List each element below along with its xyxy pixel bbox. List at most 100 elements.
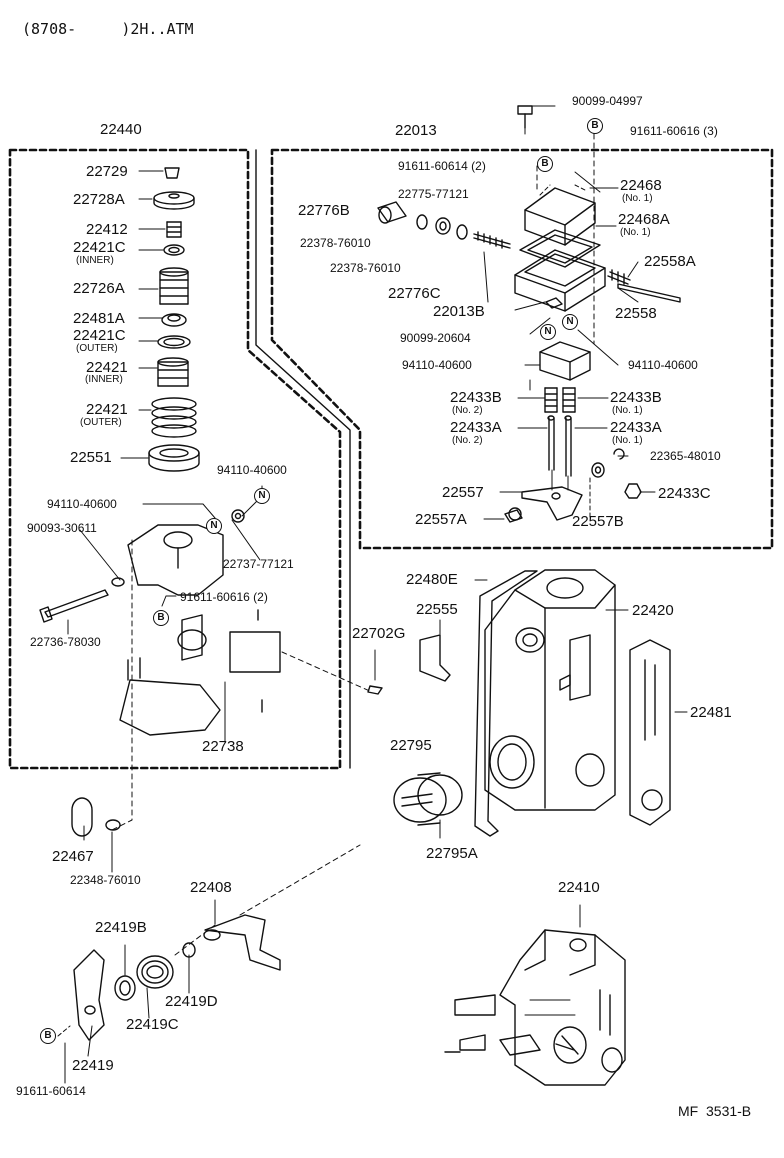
label-22419D[interactable]: 22419D xyxy=(165,993,218,1010)
label-no1-c: (No. 1) xyxy=(612,405,643,416)
callout-nut-a: N xyxy=(254,488,270,504)
label-no1-d: (No. 1) xyxy=(612,435,643,446)
label-22378-76010-b[interactable]: 22378-76010 xyxy=(330,261,401,275)
label-22480E[interactable]: 22480E xyxy=(406,571,458,588)
label-22365-48010[interactable]: 22365-48010 xyxy=(650,449,721,463)
label-22419[interactable]: 22419 xyxy=(72,1057,114,1074)
part-spring-22558A xyxy=(607,269,631,285)
part-body-22013B xyxy=(514,249,606,312)
label-22420[interactable]: 22420 xyxy=(632,602,674,619)
label-22481A[interactable]: 22481A xyxy=(73,310,125,327)
part-housing-22420 xyxy=(484,569,629,811)
part-gasket-22468A xyxy=(519,229,601,268)
label-94110-40600-d[interactable]: 94110-40600 xyxy=(628,358,698,372)
part-bolt-22736 xyxy=(39,577,125,623)
label-22702G[interactable]: 22702G xyxy=(352,625,406,642)
group-box-22013-inner xyxy=(255,149,351,769)
part-22481A xyxy=(161,313,187,327)
part-22775 xyxy=(435,217,451,235)
label-91611-60614-2[interactable]: 91611-60614 (2) xyxy=(398,159,486,173)
part-22555 xyxy=(419,619,451,682)
part-22557B xyxy=(591,462,605,478)
label-90099-04997[interactable]: 90099-04997 xyxy=(572,94,643,108)
label-22776C[interactable]: 22776C xyxy=(388,285,441,302)
label-22737-77121[interactable]: 22737-77121 xyxy=(223,557,294,571)
part-bracket-lower xyxy=(119,609,373,736)
label-22433C[interactable]: 22433C xyxy=(658,485,711,502)
label-91611-60616-3[interactable]: 91611-60616 (3) xyxy=(630,124,718,138)
part-22421C-inner xyxy=(163,244,185,256)
group-label-22013[interactable]: 22013 xyxy=(395,122,437,139)
label-no2-b: (No. 2) xyxy=(452,435,483,446)
label-22421-outer[interactable]: 22421 xyxy=(86,401,128,418)
label-22728A[interactable]: 22728A xyxy=(73,191,125,208)
part-22557-bracket xyxy=(521,486,583,521)
label-22419C[interactable]: 22419C xyxy=(126,1016,179,1033)
callout-nut-d: N xyxy=(562,314,578,330)
label-22468A[interactable]: 22468A xyxy=(618,211,670,228)
label-22433B-no1[interactable]: 22433B xyxy=(610,389,662,406)
part-rods-22433A xyxy=(547,415,572,477)
label-22557B[interactable]: 22557B xyxy=(572,513,624,530)
part-22729 xyxy=(164,167,180,179)
part-22412 xyxy=(166,221,182,238)
label-22378-76010-a[interactable]: 22378-76010 xyxy=(300,236,371,250)
part-22408 xyxy=(174,844,361,971)
label-94110-40600-a[interactable]: 94110-40600 xyxy=(217,463,287,477)
leaders-bottom xyxy=(57,899,216,1084)
label-90093-30611[interactable]: 90093-30611 xyxy=(27,521,97,535)
label-22557[interactable]: 22557 xyxy=(442,484,484,501)
part-spring-22776C xyxy=(473,231,511,249)
part-22421C-outer xyxy=(157,335,191,349)
label-22468[interactable]: 22468 xyxy=(620,177,662,194)
label-22551[interactable]: 22551 xyxy=(70,449,112,466)
label-22421C-inner[interactable]: 22421C xyxy=(73,239,126,256)
label-22729[interactable]: 22729 xyxy=(86,163,128,180)
part-22419B xyxy=(114,975,136,1001)
label-91611-60614[interactable]: 91611-60614 xyxy=(16,1084,86,1098)
label-22419B[interactable]: 22419B xyxy=(95,919,147,936)
label-22481[interactable]: 22481 xyxy=(690,704,732,721)
part-22419C xyxy=(136,955,174,989)
label-inner: (INNER) xyxy=(76,255,114,266)
label-outer-2: (OUTER) xyxy=(80,417,122,428)
label-91611-60616-2[interactable]: 91611-60616 (2) xyxy=(180,590,268,604)
label-22795A[interactable]: 22795A xyxy=(426,845,478,862)
label-22736-78030[interactable]: 22736-78030 xyxy=(30,635,101,649)
label-94110-40600-c[interactable]: 94110-40600 xyxy=(402,358,472,372)
part-22557A xyxy=(504,507,523,523)
label-no2-a: (No. 2) xyxy=(452,405,483,416)
part-22013B-nut xyxy=(545,297,563,309)
label-22557A[interactable]: 22557A xyxy=(415,511,467,528)
label-22433B-no2[interactable]: 22433B xyxy=(450,389,502,406)
callout-bolt-a: B xyxy=(153,610,169,626)
label-22412[interactable]: 22412 xyxy=(86,221,128,238)
label-22467[interactable]: 22467 xyxy=(52,848,94,865)
part-22365-48010 xyxy=(613,448,625,460)
part-22421-outer xyxy=(151,397,197,438)
label-94110-40600-b[interactable]: 94110-40600 xyxy=(47,497,117,511)
label-22558A[interactable]: 22558A xyxy=(644,253,696,270)
label-22013B[interactable]: 22013B xyxy=(433,303,485,320)
label-22408[interactable]: 22408 xyxy=(190,879,232,896)
label-90099-20604[interactable]: 90099-20604 xyxy=(400,331,471,345)
label-22421-inner[interactable]: 22421 xyxy=(86,359,128,376)
label-22410[interactable]: 22410 xyxy=(558,879,600,896)
label-22433A-no1[interactable]: 22433A xyxy=(610,419,662,436)
label-22738[interactable]: 22738 xyxy=(202,738,244,755)
label-22555[interactable]: 22555 xyxy=(416,601,458,618)
label-22558[interactable]: 22558 xyxy=(615,305,657,322)
group-label-22440[interactable]: 22440 xyxy=(100,121,142,138)
group-box-22440 xyxy=(8,148,342,770)
part-shaft-22558 xyxy=(617,283,681,303)
label-22775-77121[interactable]: 22775-77121 xyxy=(398,187,469,201)
label-22421C-outer[interactable]: 22421C xyxy=(73,327,126,344)
label-22795[interactable]: 22795 xyxy=(390,737,432,754)
part-22348 xyxy=(105,819,121,873)
label-22433A-no2[interactable]: 22433A xyxy=(450,419,502,436)
label-22726A[interactable]: 22726A xyxy=(73,280,125,297)
label-22776B[interactable]: 22776B xyxy=(298,202,350,219)
part-22702G xyxy=(367,649,383,695)
label-22348-76010[interactable]: 22348-76010 xyxy=(70,873,141,887)
